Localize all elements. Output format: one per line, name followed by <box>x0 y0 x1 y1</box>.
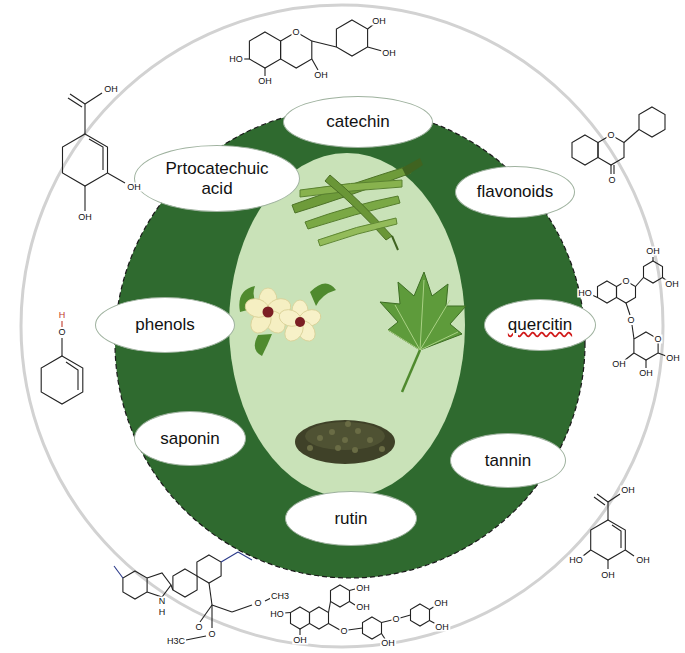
atom-label: OH <box>313 71 329 80</box>
atom-label: OH <box>433 599 449 608</box>
atom-label: OH <box>620 486 636 495</box>
atom-label: OH <box>664 280 680 289</box>
atom-label: CH3 <box>270 592 290 601</box>
atom-label: HO <box>269 610 285 619</box>
atom-label: OH <box>355 584 371 593</box>
atom-label: OH <box>434 623 450 632</box>
atom-label: OH <box>126 183 142 192</box>
atom-label: O <box>57 328 66 337</box>
okra-pods <box>292 158 423 250</box>
atom-label: OH <box>292 636 308 645</box>
compound-name: quercitin <box>508 315 572 335</box>
atom-label: OH <box>77 213 93 222</box>
compound-ellipse: tannin <box>450 433 566 488</box>
compound-ellipse: quercitin <box>484 299 596 351</box>
atom-label: O <box>606 131 615 140</box>
compound-ellipse: catechin <box>283 96 433 148</box>
atom-label: H <box>158 608 167 617</box>
compound-ellipse: flavonoids <box>455 166 575 218</box>
atom-label: O <box>194 623 203 632</box>
okra-flowers <box>239 283 336 356</box>
atom-label: OH <box>257 77 273 86</box>
atom-label: O <box>626 316 635 325</box>
okra-seeds <box>295 420 395 464</box>
atom-label: O <box>207 630 216 639</box>
atom-label: OH <box>611 360 627 369</box>
atom-label: H <box>58 311 67 320</box>
compound-name: Prtocatechuic acid <box>161 159 273 198</box>
outer-ring <box>21 5 663 647</box>
atom-label: HO <box>228 55 244 64</box>
atom-label: OH <box>371 17 387 26</box>
atom-label: OH <box>635 556 651 565</box>
atom-label: OH <box>638 369 654 378</box>
compound-name: tannin <box>485 451 531 471</box>
atom-label: O <box>291 28 300 37</box>
compound-ellipse: phenols <box>95 297 235 353</box>
atom-label: O <box>391 615 400 624</box>
compound-name: phenols <box>135 315 195 335</box>
compound-name: flavonoids <box>477 182 554 202</box>
atom-label: O <box>653 335 662 344</box>
atom-label: OH <box>103 85 119 94</box>
compound-name: saponin <box>160 429 220 449</box>
atom-label: HO <box>577 289 593 298</box>
atom-label: OH <box>381 49 397 58</box>
atom-label: OH <box>355 603 371 612</box>
atom-label: H3C <box>166 637 186 646</box>
compound-ellipse: saponin <box>134 411 246 466</box>
compound-ellipse: Prtocatechuic acid <box>134 145 300 212</box>
atom-label: O <box>339 627 348 636</box>
atom-label: O <box>621 277 630 286</box>
atom-label: OH <box>380 639 396 648</box>
atom-label: OH <box>645 247 661 256</box>
compound-name: catechin <box>326 112 389 132</box>
atom-label: OH <box>665 354 681 363</box>
atom-label: HO <box>568 556 584 565</box>
okra-leaf <box>380 272 466 392</box>
chemical-structures <box>41 20 667 640</box>
atom-label: O <box>253 599 262 608</box>
compound-name: rutin <box>334 509 367 529</box>
atom-label: N <box>158 597 167 606</box>
compound-ellipse: rutin <box>285 491 417 546</box>
atom-label: O <box>607 176 616 185</box>
atom-label: OH <box>600 571 616 580</box>
